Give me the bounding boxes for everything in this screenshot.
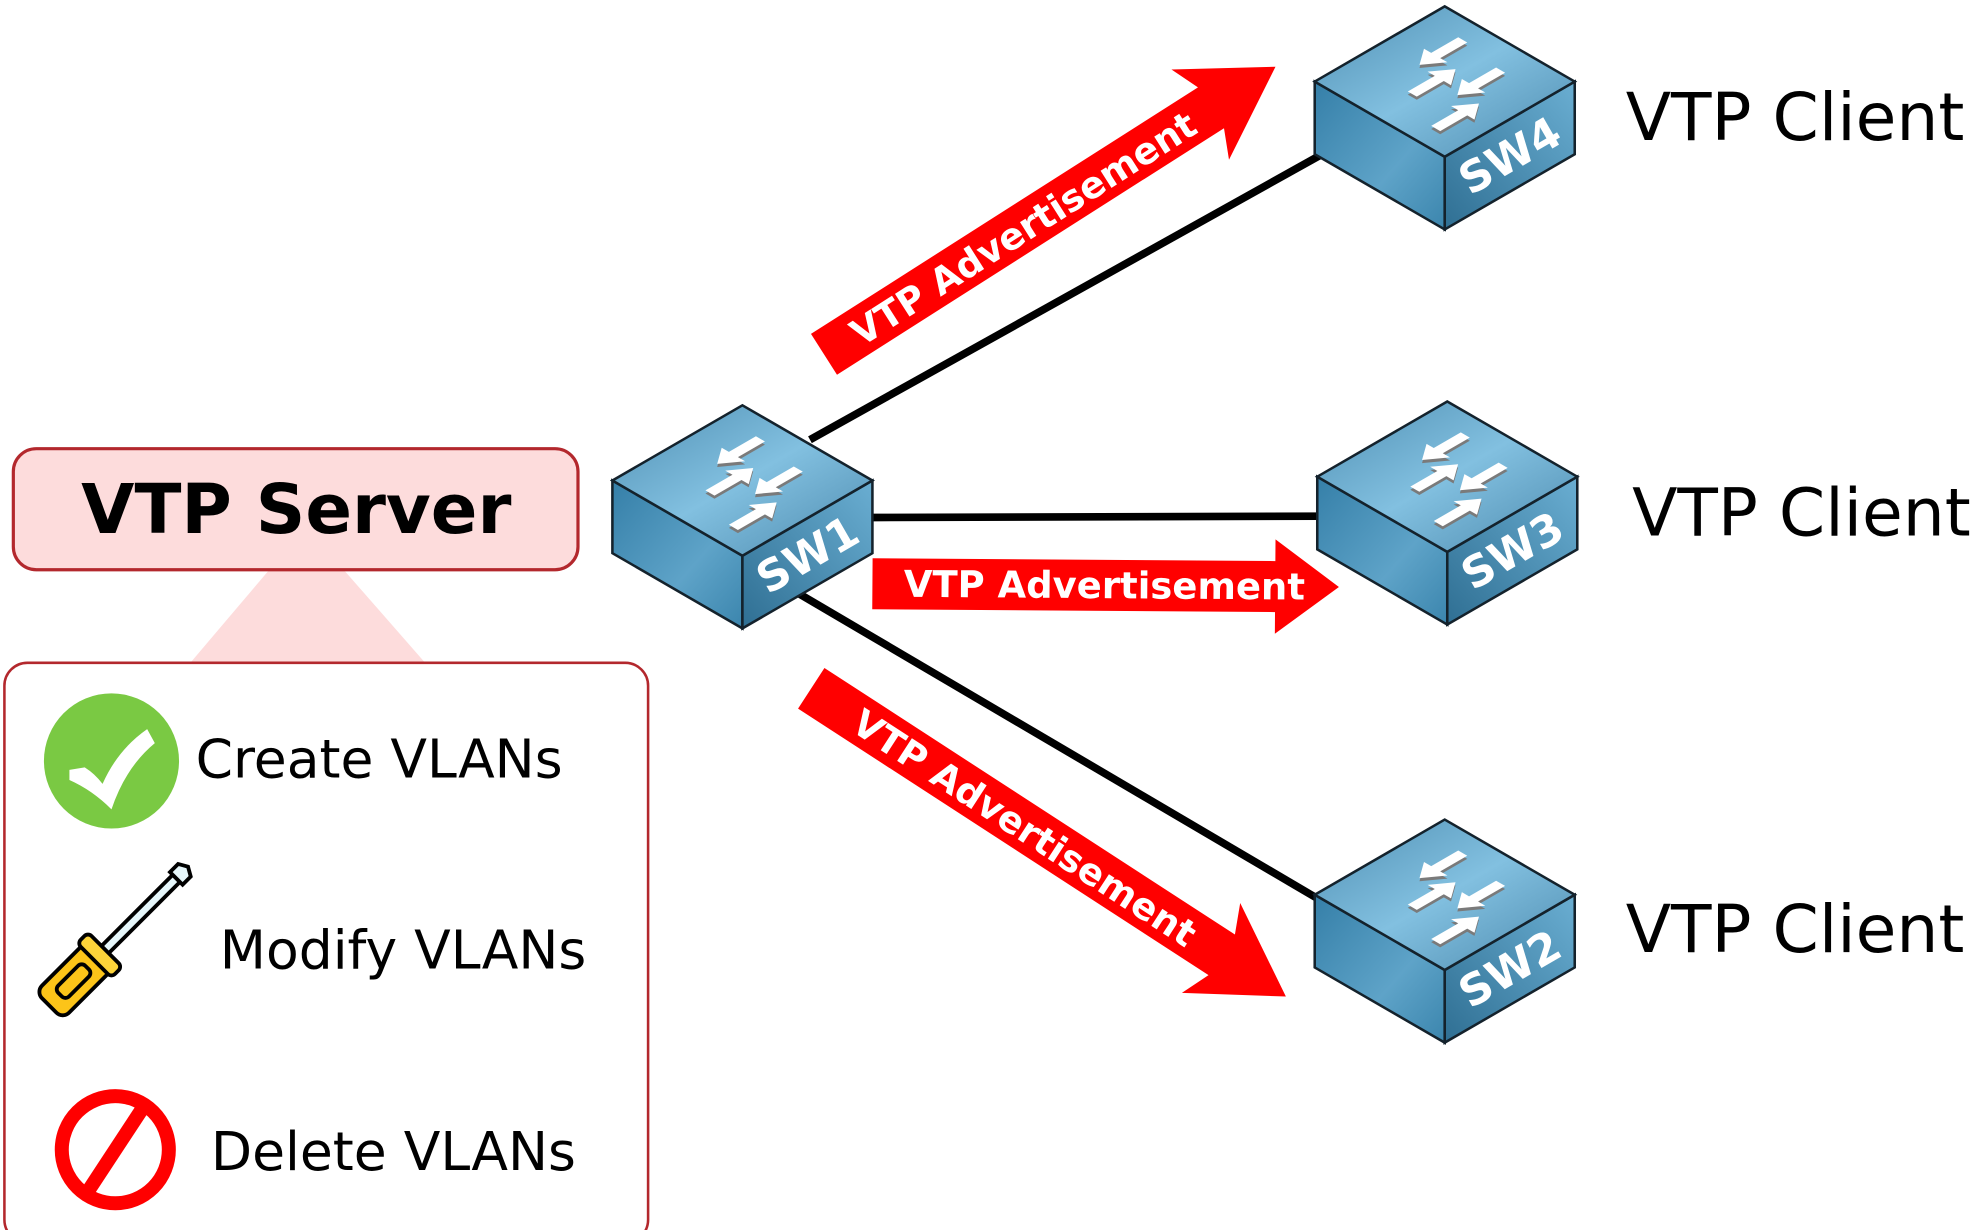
switch-sw2: SW2 bbox=[1312, 818, 1578, 1045]
link-sw1-sw2 bbox=[795, 589, 1322, 904]
arrow-label: VTP Advertisement bbox=[904, 563, 1305, 609]
switch-arrows-icon bbox=[1407, 850, 1506, 948]
capability-modify: Modify VLANs bbox=[220, 919, 587, 982]
advertisement-arrow-sw2: VTP Advertisement bbox=[798, 667, 1286, 997]
arrow-shape bbox=[798, 667, 1286, 997]
link-sw1-sw3 bbox=[872, 512, 1320, 522]
link-sw1-sw4 bbox=[808, 152, 1322, 444]
client-label-sw3: VTP Client bbox=[1632, 473, 1971, 551]
arrow-shape bbox=[872, 539, 1339, 634]
switch-sw4: SW4 bbox=[1312, 4, 1578, 232]
arrow-label: VTP Advertisement bbox=[844, 701, 1204, 956]
client-label-sw4: VTP Client bbox=[1626, 78, 1965, 156]
vtp-server-title: VTP Server bbox=[81, 470, 511, 550]
capability-create: Create VLANs bbox=[196, 728, 563, 791]
client-label-sw2: VTP Client bbox=[1626, 890, 1965, 968]
vtp-server-box bbox=[11, 447, 580, 572]
advertisement-arrow-sw3: VTP Advertisement bbox=[872, 539, 1339, 634]
switch-arrows-icon bbox=[1407, 37, 1506, 135]
switch-sw3: SW3 bbox=[1314, 400, 1580, 627]
switch-arrows-icon bbox=[1410, 432, 1508, 530]
links bbox=[795, 152, 1322, 904]
switch-arrows-icon bbox=[705, 436, 803, 534]
arrow-shape bbox=[810, 66, 1276, 375]
switch-sw1: SW1 bbox=[609, 403, 875, 631]
callout-pointer bbox=[189, 571, 427, 665]
capability-delete: Delete VLANs bbox=[211, 1120, 576, 1183]
capabilities-panel bbox=[3, 661, 650, 1230]
check-circle-icon bbox=[43, 693, 180, 829]
prohibited-icon bbox=[54, 1089, 176, 1211]
screwdriver-icon bbox=[37, 861, 193, 1018]
